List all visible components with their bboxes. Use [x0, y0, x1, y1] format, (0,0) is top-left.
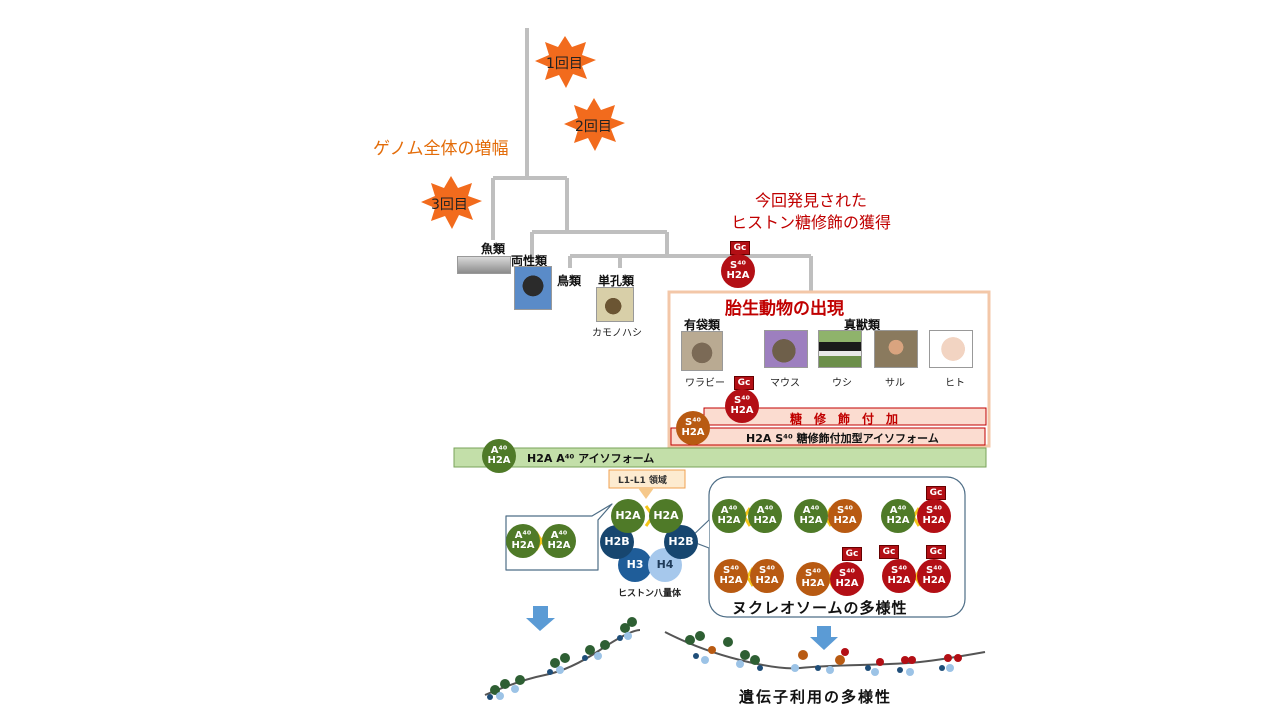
animal-cow: ウシ [832, 378, 852, 389]
platypus-photo [596, 287, 634, 322]
h2a-left: H2A [611, 499, 645, 533]
chromatin-right [664, 631, 986, 676]
discovery-label: 今回発見された ヒストン糖修飾の獲得 [722, 190, 900, 234]
gc-v5: Gc [842, 547, 862, 561]
marsupial-label: 有袋類 [684, 318, 721, 332]
s40-h2a-tree: S⁴⁰ H2A [721, 254, 755, 288]
animal-monkey: サル [885, 378, 905, 389]
fish-photo [457, 256, 511, 274]
taxon-bird: 鳥類 [557, 274, 582, 288]
genome-label: ゲノム全体の増幅 [373, 139, 509, 159]
s40-h2a-box: S⁴⁰ H2A [725, 389, 759, 423]
cow-photo [818, 330, 862, 368]
taxon-amphibian: 両性類 [511, 254, 548, 268]
h2a-right: H2A [649, 499, 683, 533]
discovery-line-1: 今回発見された [754, 191, 867, 210]
gc-v3: Gc [926, 486, 946, 500]
l1-label: L1-L1 領域 [618, 476, 667, 486]
animal-human: ヒト [945, 378, 965, 389]
pair-a-left: A⁴⁰ H2A [506, 524, 540, 558]
animal-mouse: マウス [770, 378, 800, 389]
taxon-platypus: カモノハシ [592, 328, 642, 339]
pair-a-right: A⁴⁰ H2A [542, 524, 576, 558]
discovery-line-2: ヒストン糖修飾の獲得 [730, 213, 891, 232]
h2a-label: H2A [726, 270, 750, 281]
burst-2 [564, 98, 625, 151]
taxon-fish: 魚類 [481, 242, 506, 256]
gc-tag-tree: Gc [730, 241, 750, 255]
wallaby-photo [681, 331, 723, 371]
gc-v6b: Gc [926, 545, 946, 559]
taxon-monotreme: 単孔類 [598, 274, 635, 288]
down-arrow-right [810, 626, 838, 650]
isoform-bar-label: H2A S⁴⁰ 糖修飾付加型アイソフォーム [746, 432, 939, 445]
s40-h2a-orange: S⁴⁰ H2A [676, 411, 710, 445]
burst-2-label: 2回目 [575, 119, 612, 135]
a40-isoform-bar [453, 447, 987, 468]
s40-label: S⁴⁰ [730, 260, 746, 271]
burst-3-label: 3回目 [431, 197, 468, 213]
human-photo [929, 330, 973, 368]
down-arrow-left [526, 606, 555, 631]
mouse-photo [764, 330, 808, 368]
octamer-label: ヒストン八量体 [618, 589, 682, 599]
eutheria-label: 真獣類 [844, 318, 881, 332]
burst-3 [421, 176, 482, 229]
frog-photo [514, 266, 552, 310]
gene-usage-label: 遺伝子利用の多様性 [739, 688, 893, 706]
gc-v6a: Gc [879, 545, 899, 559]
burst-1 [535, 36, 596, 88]
placental-title: 胎生動物の出現 [725, 299, 844, 319]
burst-1-label: 1回目 [546, 56, 583, 72]
chromatin-left [484, 617, 641, 700]
diversity-label: ヌクレオソームの多様性 [732, 599, 908, 617]
animal-wallaby: ワラビー [685, 378, 725, 389]
gc-tag-box: Gc [734, 376, 754, 390]
a40-h2a-bar: A⁴⁰ H2A [482, 439, 516, 473]
green-bar-label: H2A A⁴⁰ アイソフォーム [527, 452, 655, 465]
sugar-bar-label: 糖 修 飾 付 加 [790, 412, 899, 426]
monkey-photo [874, 330, 918, 368]
